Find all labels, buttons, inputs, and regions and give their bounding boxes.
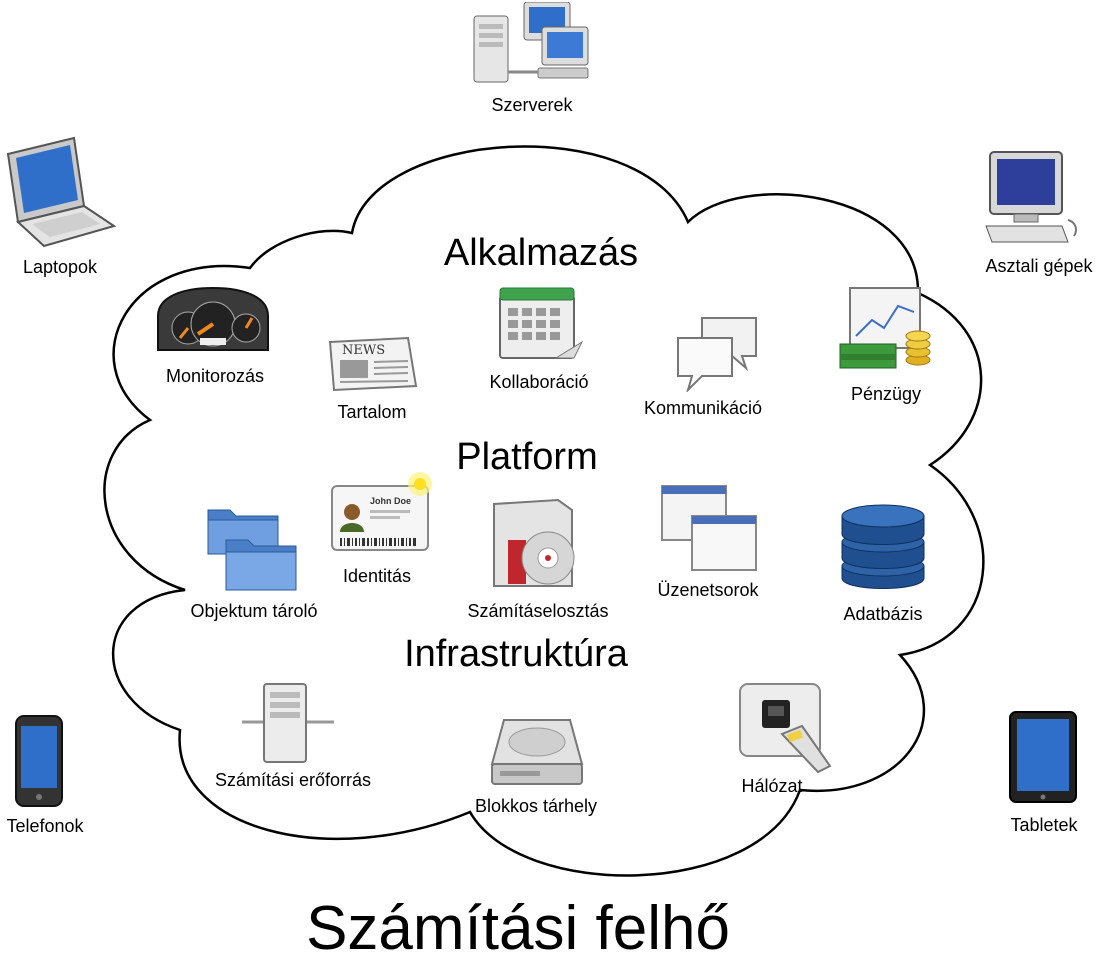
block-storage-label: Blokkos tárhely: [474, 796, 598, 816]
collaboration-label: Kollaboráció: [489, 372, 589, 392]
network-label: Hálózat: [741, 776, 803, 796]
finance-label: Pénzügy: [850, 384, 922, 404]
section-application: Alkalmazás: [443, 232, 639, 274]
speech-bubbles-icon: [677, 317, 757, 392]
database-cylinder-icon: [841, 504, 925, 589]
network-jack-icon: [739, 683, 832, 774]
tablet-icon: [1009, 711, 1077, 803]
software-box-cd-icon: [493, 498, 575, 587]
desktop-icon: [985, 151, 1077, 243]
finance-chart-money-icon: [839, 287, 931, 369]
dashboard-gauge-icon: [157, 286, 269, 351]
servers-label: Szerverek: [491, 95, 573, 115]
phones-label: Telefonok: [6, 816, 84, 836]
desktops-label: Asztali gépek: [985, 256, 1093, 276]
database-label: Adatbázis: [843, 604, 923, 624]
object-storage-label: Objektum tároló: [190, 601, 318, 621]
laptop-icon: [6, 136, 116, 248]
folders-icon: [207, 509, 297, 591]
id-card-icon: John Doe: [331, 472, 432, 551]
section-infrastructure: Infrastruktúra: [404, 633, 628, 675]
section-platform: Platform: [456, 436, 598, 478]
compute-dist-label: Számításelosztás: [467, 601, 609, 621]
queues-label: Üzenetsorok: [657, 580, 759, 600]
hard-drive-icon: [490, 719, 584, 785]
phone-icon: [15, 715, 63, 807]
monitoring-label: Monitorozás: [165, 366, 265, 386]
tablets-label: Tabletek: [1010, 815, 1078, 835]
compute-label: Számítási erőforrás: [214, 770, 372, 790]
communication-label: Kommunikáció: [643, 398, 763, 418]
newspaper-title: NEWS: [342, 343, 385, 358]
identity-label: Identitás: [342, 566, 412, 586]
laptops-label: Laptopok: [22, 257, 98, 277]
newspaper-icon: NEWS: [328, 336, 418, 392]
server-tower-icon: [242, 683, 334, 763]
windows-queue-icon: [661, 485, 757, 571]
calendar-icon: [499, 287, 584, 359]
id-card-name: John Doe: [370, 496, 411, 506]
diagram-title: Számítási felhő: [306, 894, 730, 963]
servers-icon: [473, 2, 589, 83]
content-label: Tartalom: [337, 402, 407, 422]
